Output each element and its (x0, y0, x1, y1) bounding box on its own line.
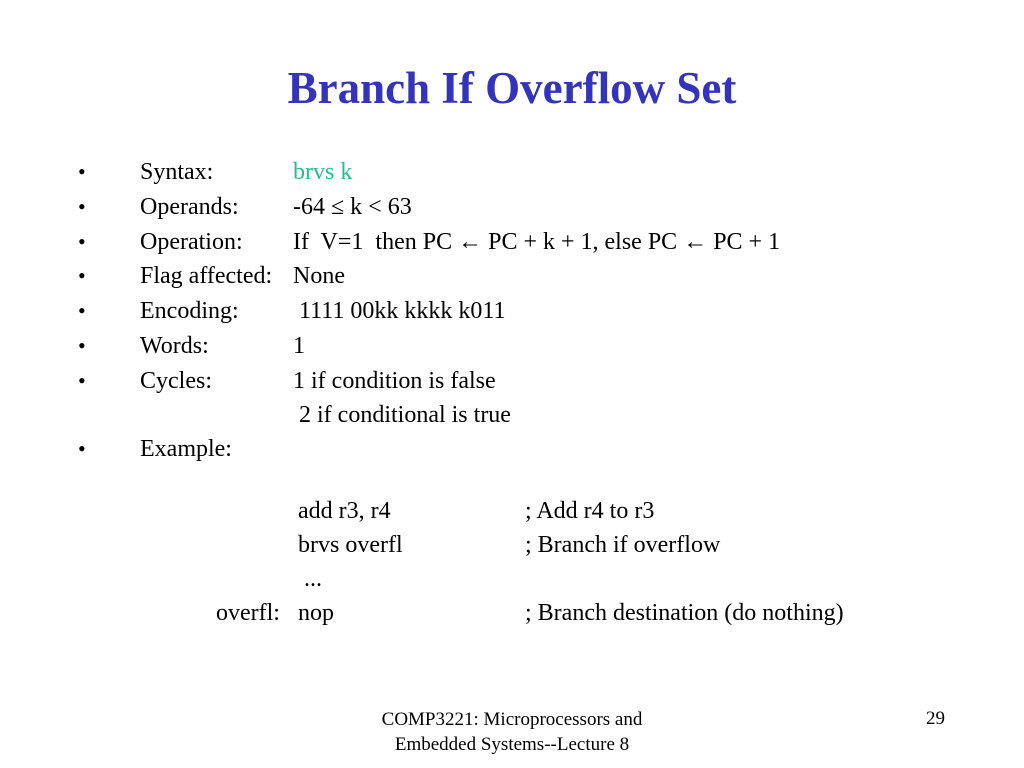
code-instruction-add: add r3, r4 (298, 498, 391, 524)
bullet-row-syntax: • Syntax: brvs k (78, 155, 780, 190)
footer-course-line2: Embedded Systems--Lecture 8 (394, 734, 630, 755)
code-line-nop: overfl: nop ; Branch destination (do not… (216, 596, 844, 630)
field-label-flag-affected: Flag affected: (140, 263, 273, 290)
bullet-row-example: • Example: (78, 432, 780, 467)
bullet-row-operation: • Operation: If V=1 then PC ← PC + k + 1… (78, 225, 780, 260)
bullet-row-flag-affected: • Flag affected: None (78, 259, 780, 294)
example-code-block: add r3, r4 ; Add r4 to r3 brvs overfl ; … (216, 494, 844, 630)
bullet-marker: • (78, 263, 86, 289)
bullet-marker: • (78, 193, 86, 219)
field-label-cycles: Cycles: (140, 367, 212, 394)
field-value-syntax: brvs k (293, 159, 353, 185)
code-comment-nop: ; Branch destination (do nothing) (525, 600, 844, 626)
code-line-ellipsis: ... (216, 562, 844, 596)
page-number: 29 (926, 708, 945, 729)
field-label-encoding: Encoding: (140, 298, 239, 325)
field-label-operands: Operands: (140, 193, 239, 220)
field-label-syntax: Syntax: (140, 159, 214, 185)
code-comment-add: ; Add r4 to r3 (525, 498, 655, 524)
field-value-flag-affected: None (293, 263, 345, 290)
field-label-operation: Operation: (140, 228, 243, 255)
bullet-marker: • (78, 228, 86, 254)
code-instruction-nop: nop (298, 600, 334, 626)
field-value-cycles-continuation: 2 if conditional is true (293, 401, 511, 428)
bullet-row-operands: • Operands: -64 ≤ k < 63 (78, 190, 780, 225)
bullet-marker: • (78, 298, 86, 324)
field-value-cycles: 1 if condition is false (293, 367, 496, 394)
bullet-marker: • (78, 332, 86, 358)
field-value-operation: If V=1 then PC ← PC + k + 1, else PC ← P… (293, 228, 781, 255)
bullet-row-words: • Words: 1 (78, 329, 780, 364)
bullet-row-cycles: • Cycles: 1 if condition is false (78, 364, 780, 399)
code-label-overfl: overfl: (216, 600, 280, 626)
slide-title: Branch If Overflow Set (287, 63, 737, 113)
bullet-row-cycles-continuation: 2 if conditional is true (78, 399, 780, 433)
code-line-brvs: brvs overfl ; Branch if overflow (216, 528, 844, 562)
field-value-words: 1 (293, 332, 305, 359)
bullet-list: • Syntax: brvs k • Operands: -64 ≤ k < 6… (78, 155, 780, 467)
bullet-marker: • (78, 367, 86, 393)
field-label-example: Example: (140, 436, 232, 463)
code-instruction-ellipsis: ... (298, 566, 322, 592)
field-value-encoding: 1111 00kk kkkk k011 (293, 298, 506, 325)
bullet-marker: • (78, 436, 86, 462)
bullet-marker: • (78, 159, 86, 184)
code-comment-brvs: ; Branch if overflow (525, 532, 721, 558)
code-line-add: add r3, r4 ; Add r4 to r3 (216, 494, 844, 528)
footer-course-line1: COMP3221: Microprocessors and (381, 709, 643, 730)
field-label-words: Words: (140, 332, 209, 359)
code-instruction-brvs: brvs overfl (298, 532, 403, 558)
bullet-row-encoding: • Encoding: 1111 00kk kkkk k011 (78, 294, 780, 329)
footer-course-info: COMP3221: Microprocessors and Embedded S… (0, 707, 1024, 757)
field-value-operands: -64 ≤ k < 63 (293, 193, 412, 220)
